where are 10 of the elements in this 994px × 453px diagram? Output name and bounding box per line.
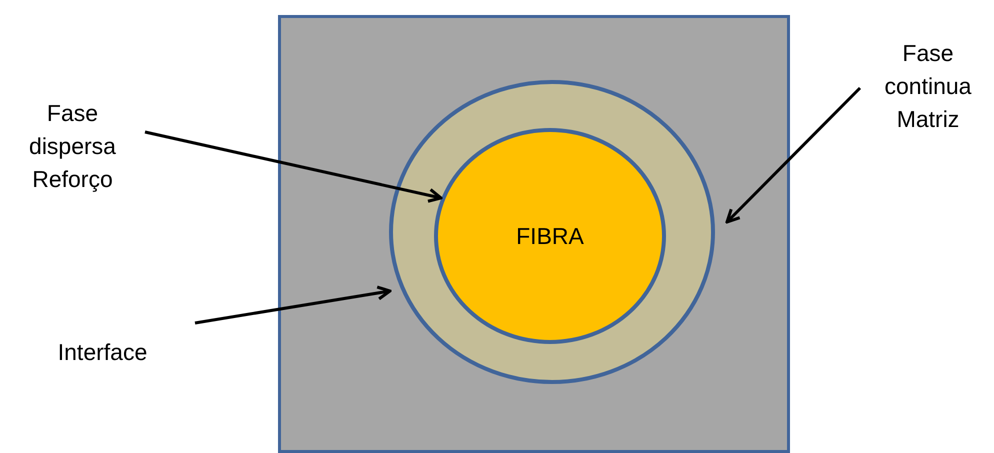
callout-label: Fase continua Matriz	[862, 37, 994, 137]
fiber-circle	[434, 128, 666, 344]
fiber-label: FIBRA	[516, 222, 584, 250]
callout-label: Interface	[35, 336, 170, 370]
arrow	[194, 286, 392, 324]
arrow	[726, 86, 862, 224]
callout-label: Fase dispersa Reforço	[10, 97, 135, 197]
interface-ring	[389, 80, 715, 384]
matrix-square	[278, 15, 790, 453]
arrow	[144, 130, 442, 203]
